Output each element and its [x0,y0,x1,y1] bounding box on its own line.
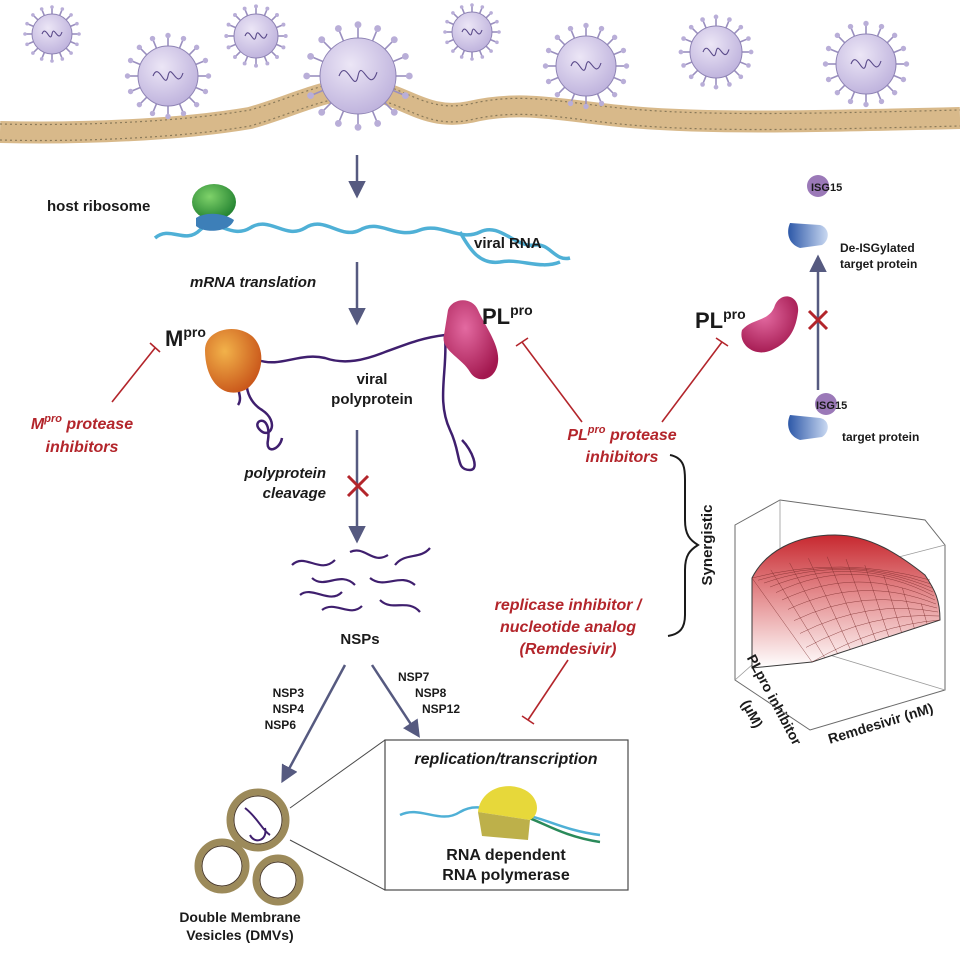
virion-icons [23,3,910,131]
nsp-left-2: NSP4 [273,702,305,716]
virion-icon [224,4,288,68]
de-isgylated-label-2: target protein [840,257,917,271]
virion-icon [822,20,910,108]
nsp-right-2: NSP8 [415,686,447,700]
nsp-left-3: NSP6 [265,718,297,732]
synergy-brace [667,454,700,637]
viral-polyprotein-label-2: polyprotein [331,391,413,408]
plpro-label-right: PLpro [695,306,746,333]
viral-polyprotein-chain [236,333,476,472]
replicase-inhibitor-label-2: nucleotide analog [500,619,636,636]
virion-icon [303,21,413,131]
polymerase-icon [478,786,537,840]
plpro-label: PLpro [482,302,533,329]
remdesivir-axis-label: Remdesivir (nM) [826,700,935,747]
replicase-inhibitor-label: replicase inhibitor / [495,597,643,614]
target-protein-label: target protein [842,430,919,444]
mpro-inhibitors-label-2: inhibitors [46,439,119,456]
cross-mark-icon [807,309,829,331]
plpro-inhibitor-axis-label-2: (μM) [738,697,766,731]
de-isgylated-label: De-ISGylated [840,241,915,255]
isg15-icon [815,393,837,415]
nsp-right-3: NSP12 [422,702,460,716]
replicase-inhibitor-label-3: (Remdesivir) [520,641,617,658]
virion-icon [23,5,81,63]
host-ribosome-label: host ribosome [47,198,150,215]
virion-icon [124,32,212,120]
mpro-label: Mpro [165,324,206,351]
nsp-right-1: NSP7 [398,670,430,684]
vesicle-icon [194,788,304,906]
surface-plot-icon [734,499,946,731]
virion-icon [678,14,754,90]
dmv-label: Double Membrane [179,909,301,925]
inhibition-lines [111,337,729,725]
nsp-left-1: NSP3 [273,686,305,700]
nsps-label: NSPs [340,631,379,648]
viral-polyprotein-label: viral [357,371,388,388]
plpro-inhibitors-label-2: inhibitors [586,449,659,466]
plpro-enzyme-icon [443,300,499,380]
isg15-top-label: ISG15 [811,182,842,194]
dmv-label-2: Vesicles (DMVs) [186,927,293,943]
target-protein-icon [788,415,828,440]
polyprotein-cleavage-label: polyprotein [243,465,326,482]
rdrp-label: RNA dependent [446,847,566,864]
plpro-inhibitors-label: PLpro protease [567,424,676,444]
isg15-bottom-label: ISG15 [816,400,847,412]
synergistic-label: Synergistic [699,505,716,586]
flow-arrows [281,155,827,784]
ribosome-icon [192,184,236,231]
mrna-translation-label: mRNA translation [190,274,316,291]
nsp-fragments [291,547,431,613]
plpro-enzyme-icon [741,296,799,353]
mpro-inhibitors-label: Mpro protease [31,413,133,433]
target-protein-icon [788,223,828,248]
replication-label: replication/transcription [414,751,597,768]
viral-rna-label: viral RNA [474,235,542,252]
virion-icon [542,22,630,110]
virion-icon [443,3,501,61]
mpro-enzyme-icon [205,328,262,393]
host-cell-membrane [0,77,960,144]
polyprotein-cleavage-label-2: cleavage [263,485,326,502]
cross-mark-icon [346,474,370,498]
isg15-icon [807,175,829,197]
rdrp-label-2: RNA polymerase [442,867,570,884]
